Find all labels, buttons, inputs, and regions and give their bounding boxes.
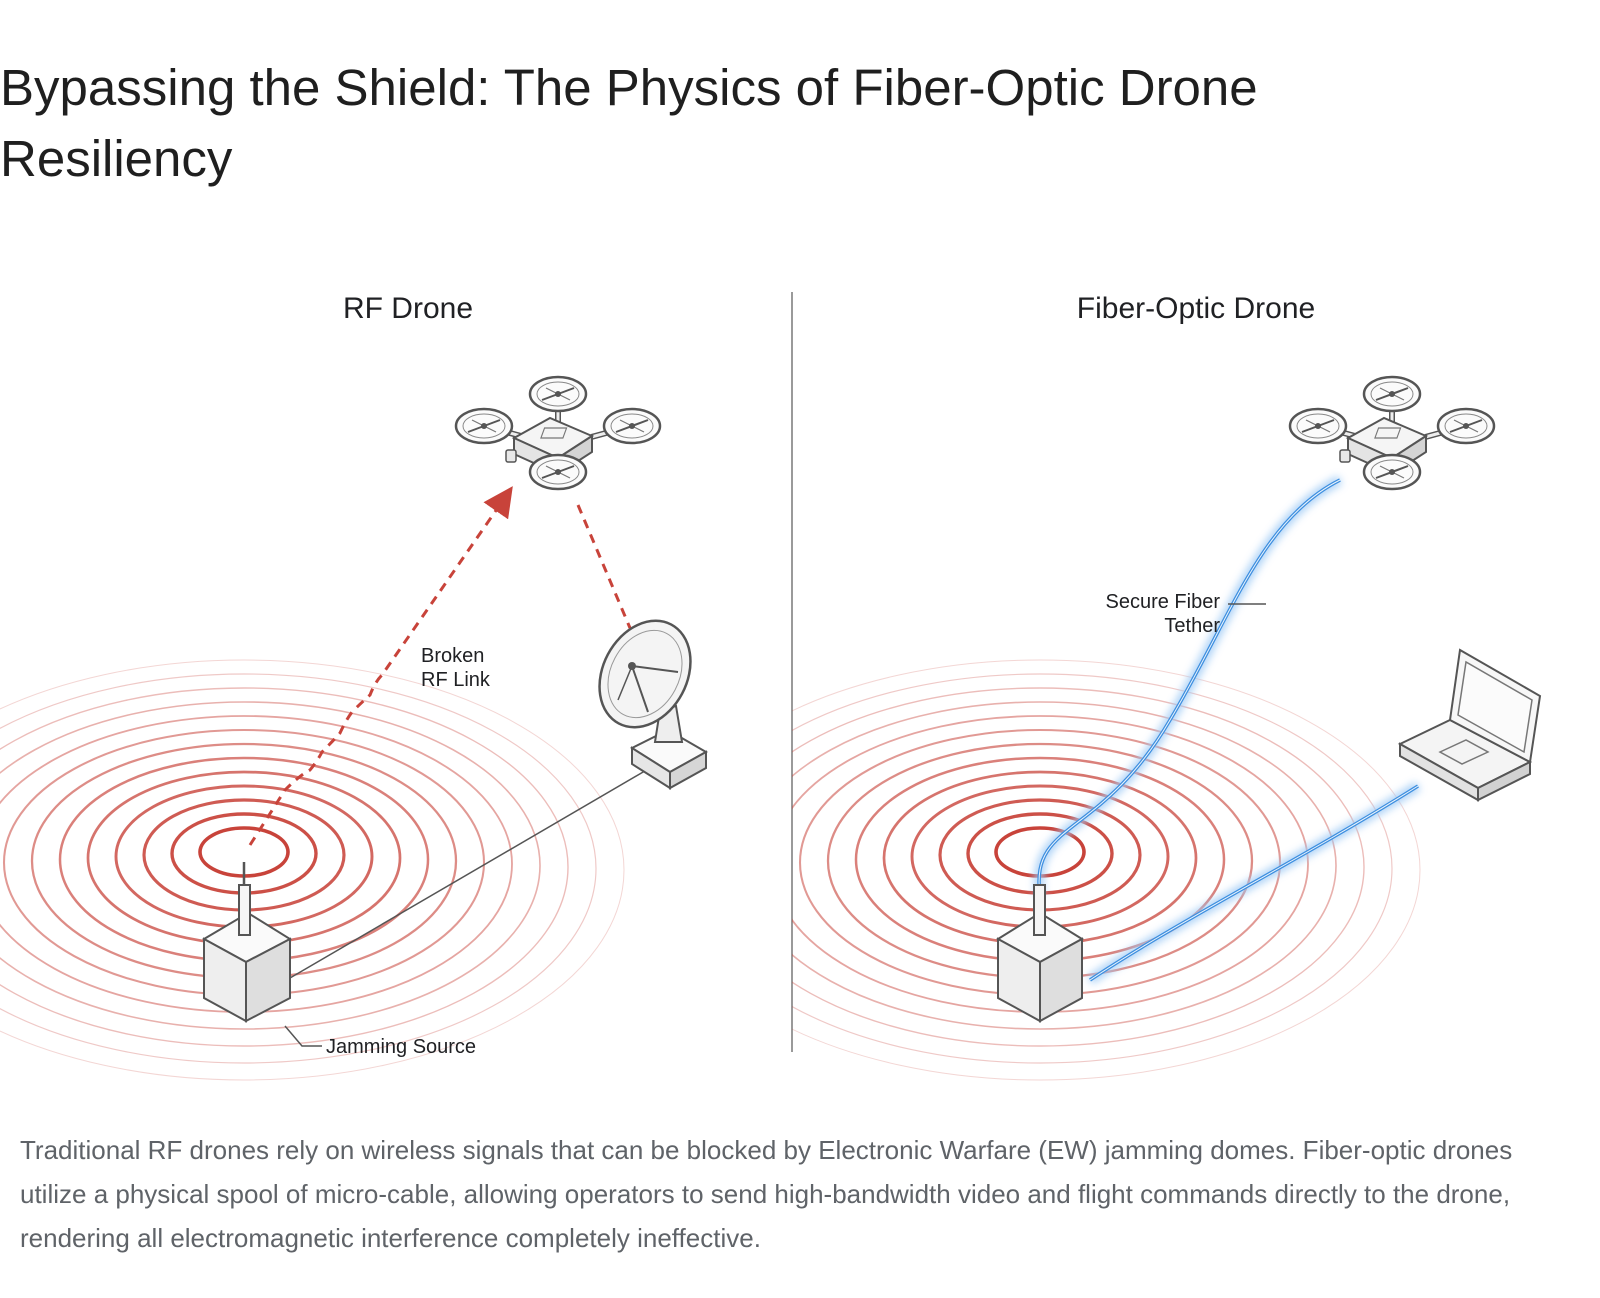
jamming-rings	[0, 659, 625, 1081]
fiber-optic-drone-title: Fiber-Optic Drone	[1077, 292, 1315, 325]
rf-drone-panel: RF Drone Broken RF Link	[0, 292, 709, 1081]
jamming-ring	[792, 701, 1337, 1030]
tether-label-line1: Secure Fiber	[1106, 591, 1221, 613]
jamming-ring	[0, 701, 541, 1030]
jamming-source-tower	[201, 862, 293, 1023]
rf-drone-title: RF Drone	[343, 292, 473, 325]
jamming-ring	[0, 673, 597, 1064]
fiber-optic-drone-panel: Fiber-Optic Drone	[792, 292, 1542, 1081]
comparison-diagram: RF Drone Broken RF Link	[0, 292, 1542, 1081]
tether-label-line2: Tether	[1164, 615, 1220, 637]
satellite-dish-icon	[598, 619, 709, 790]
drone-to-dish-link	[576, 504, 632, 629]
fiber-optic-drone-icon	[1288, 375, 1496, 491]
jamming-source-label: Jamming Source	[326, 1036, 476, 1058]
jamming-ring	[0, 687, 569, 1047]
page-title: Bypassing the Shield: The Physics of Fib…	[0, 59, 1258, 187]
broken-rf-link	[248, 486, 513, 846]
fiber-tether	[1034, 475, 1421, 985]
jamming-ring	[792, 673, 1393, 1064]
figure-caption: Traditional RF drones rely on wireless s…	[20, 1135, 1513, 1253]
jamming-ring	[792, 687, 1365, 1047]
ground-link-line	[289, 767, 651, 979]
laptop-icon	[1397, 648, 1542, 802]
rf-drone-icon	[454, 375, 662, 491]
broken-link-label-line1: Broken	[421, 645, 484, 667]
jamming-source-leader	[284, 1025, 322, 1047]
broken-link-label-line2: RF Link	[421, 669, 491, 691]
jamming-ring	[0, 659, 625, 1081]
right-jamming-tower	[996, 884, 1084, 1023]
jamming-ring	[792, 659, 1421, 1081]
